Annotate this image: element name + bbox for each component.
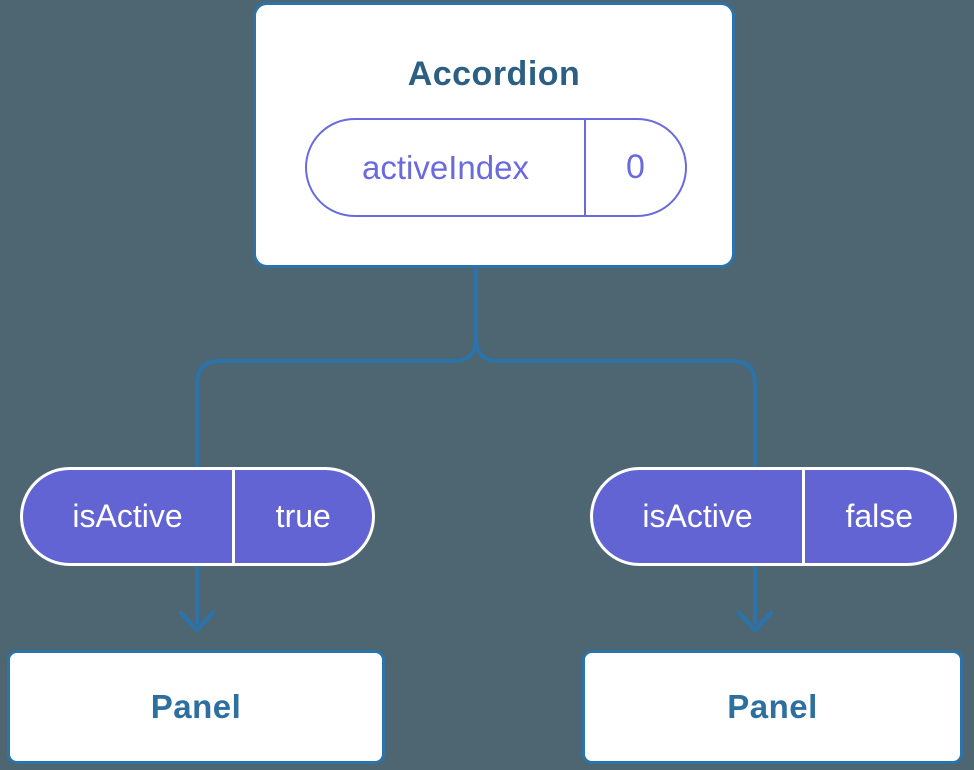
pill-divider — [584, 120, 586, 215]
state-pill: activeIndex 0 — [305, 118, 687, 217]
state-value: 0 — [626, 148, 645, 186]
prop-value: false — [845, 498, 914, 534]
state-name: activeIndex — [362, 148, 529, 186]
panel-label: Panel — [150, 688, 242, 725]
panel-box-right: Panel — [582, 650, 963, 764]
connector-right-branch — [474, 337, 757, 624]
pill-divider — [232, 470, 235, 563]
prop-pill-isactive-false: isActive false — [590, 467, 957, 566]
connector-left-branch — [195, 268, 478, 624]
prop-value: true — [275, 498, 331, 534]
prop-name: isActive — [72, 498, 183, 534]
arrow-down-icon — [178, 610, 216, 633]
panel-label: Panel — [727, 688, 818, 725]
accordion-title: Accordion — [407, 55, 581, 93]
panel-box-left: Panel — [7, 650, 385, 764]
arrow-down-icon — [736, 610, 774, 633]
prop-name: isActive — [642, 498, 753, 534]
pill-divider — [802, 470, 805, 563]
prop-pill-isactive-true: isActive true — [20, 467, 375, 566]
